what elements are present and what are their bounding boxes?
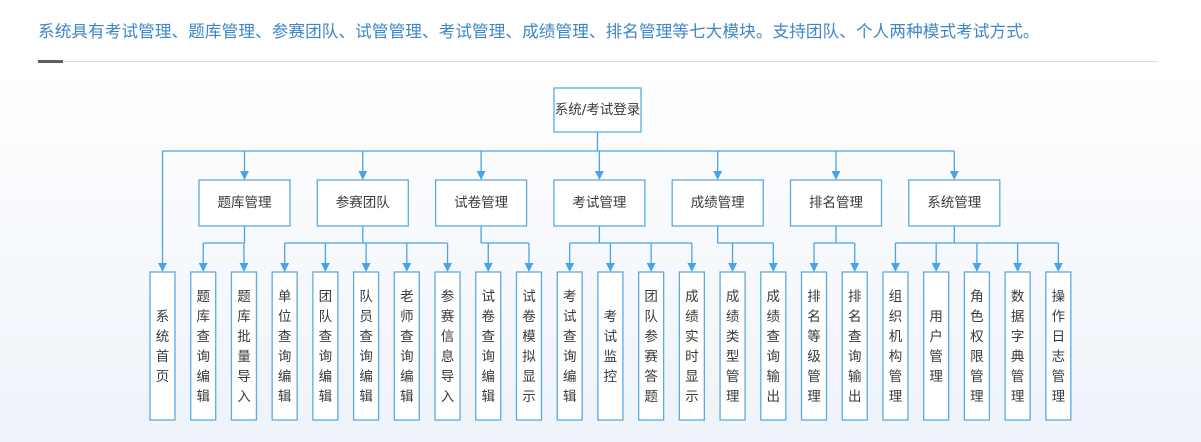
leaf-box [719,271,746,421]
leaf-label: 题库查询编辑 [196,289,210,405]
leaf-box [312,271,339,421]
module-box-0 [198,179,291,227]
leaf-label: 单位查询编辑 [278,289,292,405]
leaf-label: 成绩实时显示 [685,289,699,405]
module-label-5: 排名管理 [809,195,863,211]
leaf-label: 试卷模拟显示 [522,289,536,405]
leaf-label: 角色权限管理 [970,289,984,405]
leaf-label: 团队参赛答题 [644,289,658,405]
module-box-3 [553,179,646,227]
module-box-4 [671,179,764,227]
module-label-2: 试卷管理 [454,195,508,211]
leaf-label: 老师查询编辑 [400,289,414,405]
leaf-box [800,271,828,421]
leaf-box [393,271,420,421]
leaf-label: 成绩查询输出 [767,289,781,405]
leaf-box [882,271,909,421]
module-label-4: 成绩管理 [691,195,745,211]
module-label-1: 参赛团队 [336,194,390,211]
leaf-label: 考试查询编辑 [563,289,577,405]
leaf-box [515,271,543,421]
leaf-box [190,271,217,421]
module-box-6 [908,179,1001,227]
leaf-label: 排名查询输出 [848,289,862,405]
leaf-box [475,271,502,421]
leaf-box [678,271,706,421]
leaf-label: 排名等级管理 [807,289,821,405]
leaf-box [963,271,991,421]
intro-text: 系统具有考试管理、题库管理、参赛团队、试管管理、考试管理、成绩管理、排名管理等七… [38,22,1040,41]
leaf-box [923,271,950,421]
leaf-label: 组织机构管理 [889,289,903,405]
leaf-box [230,271,258,421]
module-label-0: 题库管理 [218,195,272,211]
module-box-2 [434,179,528,227]
leaf-box [760,271,787,421]
leaf-box [434,271,461,421]
module-label-6: 系统管理 [927,195,981,211]
leaf-label: 队员查询编辑 [359,289,373,405]
leaf-box [1004,271,1031,421]
leaf-label: 参赛信息导入 [441,288,455,405]
leaf-box [271,271,298,421]
leaf-label-direct: 系统首页 [156,309,170,385]
leaf-label: 题库批量导入 [237,289,251,405]
leaf-label: 成绩类型管理 [726,289,740,405]
module-box-1 [316,179,409,227]
leaf-label: 考试监控 [604,309,618,385]
leaf-label: 数据字典管理 [1011,289,1025,405]
root-label: 系统/考试登录 [555,102,641,118]
leaf-box [556,271,583,421]
leaf-box-direct [149,271,176,421]
leaf-box [1045,271,1072,421]
leaf-label: 试卷查询编辑 [482,289,496,405]
divider [38,61,1158,62]
leaf-label: 团队查询编辑 [319,289,333,405]
root-box [553,87,642,133]
leaf-box [637,271,665,421]
leaf-box [352,271,380,421]
module-box-5 [789,179,883,227]
module-label-3: 考试管理 [572,195,626,211]
leaf-box [597,271,624,421]
leaf-label: 操作日志管理 [1052,289,1066,405]
divider-accent [38,60,63,63]
leaf-label: 用户管理 [929,309,943,385]
leaf-box [841,271,868,421]
